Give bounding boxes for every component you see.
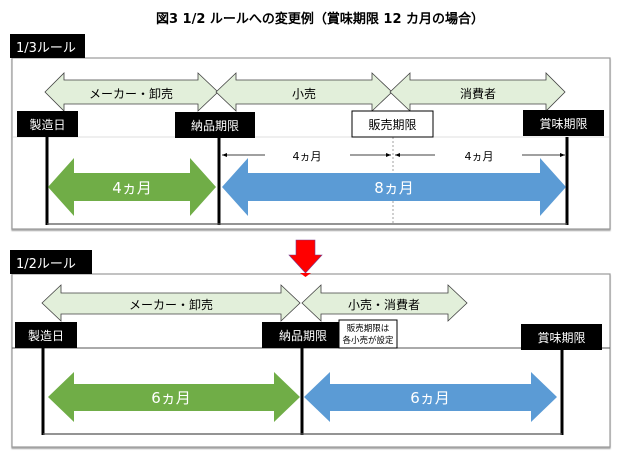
milestone-manufacture [15,322,77,348]
stage-arrow-consumer: 消費者 [389,72,566,112]
panel-tab-label: 1/3ルール [16,41,76,56]
milestone-sales-deadline [351,110,434,138]
measure-right: 4ヵ月 [395,150,565,163]
milestone-delivery-deadline [175,112,255,138]
milestone-label: 製造日 [28,329,64,343]
down-arrow-icon [288,239,323,274]
milestone-label: 納品期限 [191,119,239,133]
measure-label: 4ヵ月 [293,150,322,163]
note-line: 販売期限は [347,323,390,334]
panel-tab [10,250,92,274]
stage-label: メーカー・卸売 [89,86,173,101]
period-arrow-manufacturer: 4ヵ月 [48,158,216,216]
milestone-manufacture [17,111,78,137]
milestone-delivery-deadline [262,322,344,348]
note-line: 各小売が設定 [342,335,394,346]
milestone-label: 納品期限 [279,329,327,343]
figure-title: 図3 1/2 ルールへの変更例（賞味期限 12 カ月の場合） [156,11,484,27]
stage-arrow-manufacturer: メーカー・卸売 [44,72,219,112]
measure-label: 4ヵ月 [465,150,494,163]
stage-arrow-manufacturer: メーカー・卸売 [41,284,301,322]
panel-tab-label: 1/2ルール [16,257,76,272]
milestone-label: 販売期限 [368,117,416,132]
milestone-best-before [521,324,602,350]
measure-left: 4ヵ月 [222,150,391,163]
milestone-label: 賞味期限 [537,331,585,345]
stage-label: メーカー・卸売 [129,297,213,312]
period-label: 6ヵ月 [151,389,191,407]
period-label: 8ヵ月 [374,179,414,197]
panel-1-3-rule: 1/3ルール メーカー・卸売 小売 消費者 製造日 納品期限 販売期限 賞味 [10,34,611,230]
stage-label: 小売 [292,86,316,101]
period-label: 4ヵ月 [112,179,152,197]
period-label: 6ヵ月 [410,389,450,407]
panel-tab [10,34,85,58]
period-arrow-retail: 6ヵ月 [304,372,557,422]
stage-arrow-retail-consumer: 小売・消費者 [301,284,468,322]
milestone-label: 製造日 [29,118,65,132]
stage-label: 消費者 [460,86,496,101]
period-arrow-manufacturer: 6ヵ月 [48,372,300,422]
stage-label: 小売・消費者 [348,297,420,312]
panel-1-2-rule: 1/2ルール メーカー・卸売 小売・消費者 製造日 納品期限 販売期限は 各小売… [10,250,611,448]
milestone-best-before [523,110,604,136]
period-arrow-retail: 8ヵ月 [222,158,566,216]
milestone-label: 賞味期限 [539,117,587,131]
sales-deadline-note [338,319,398,349]
